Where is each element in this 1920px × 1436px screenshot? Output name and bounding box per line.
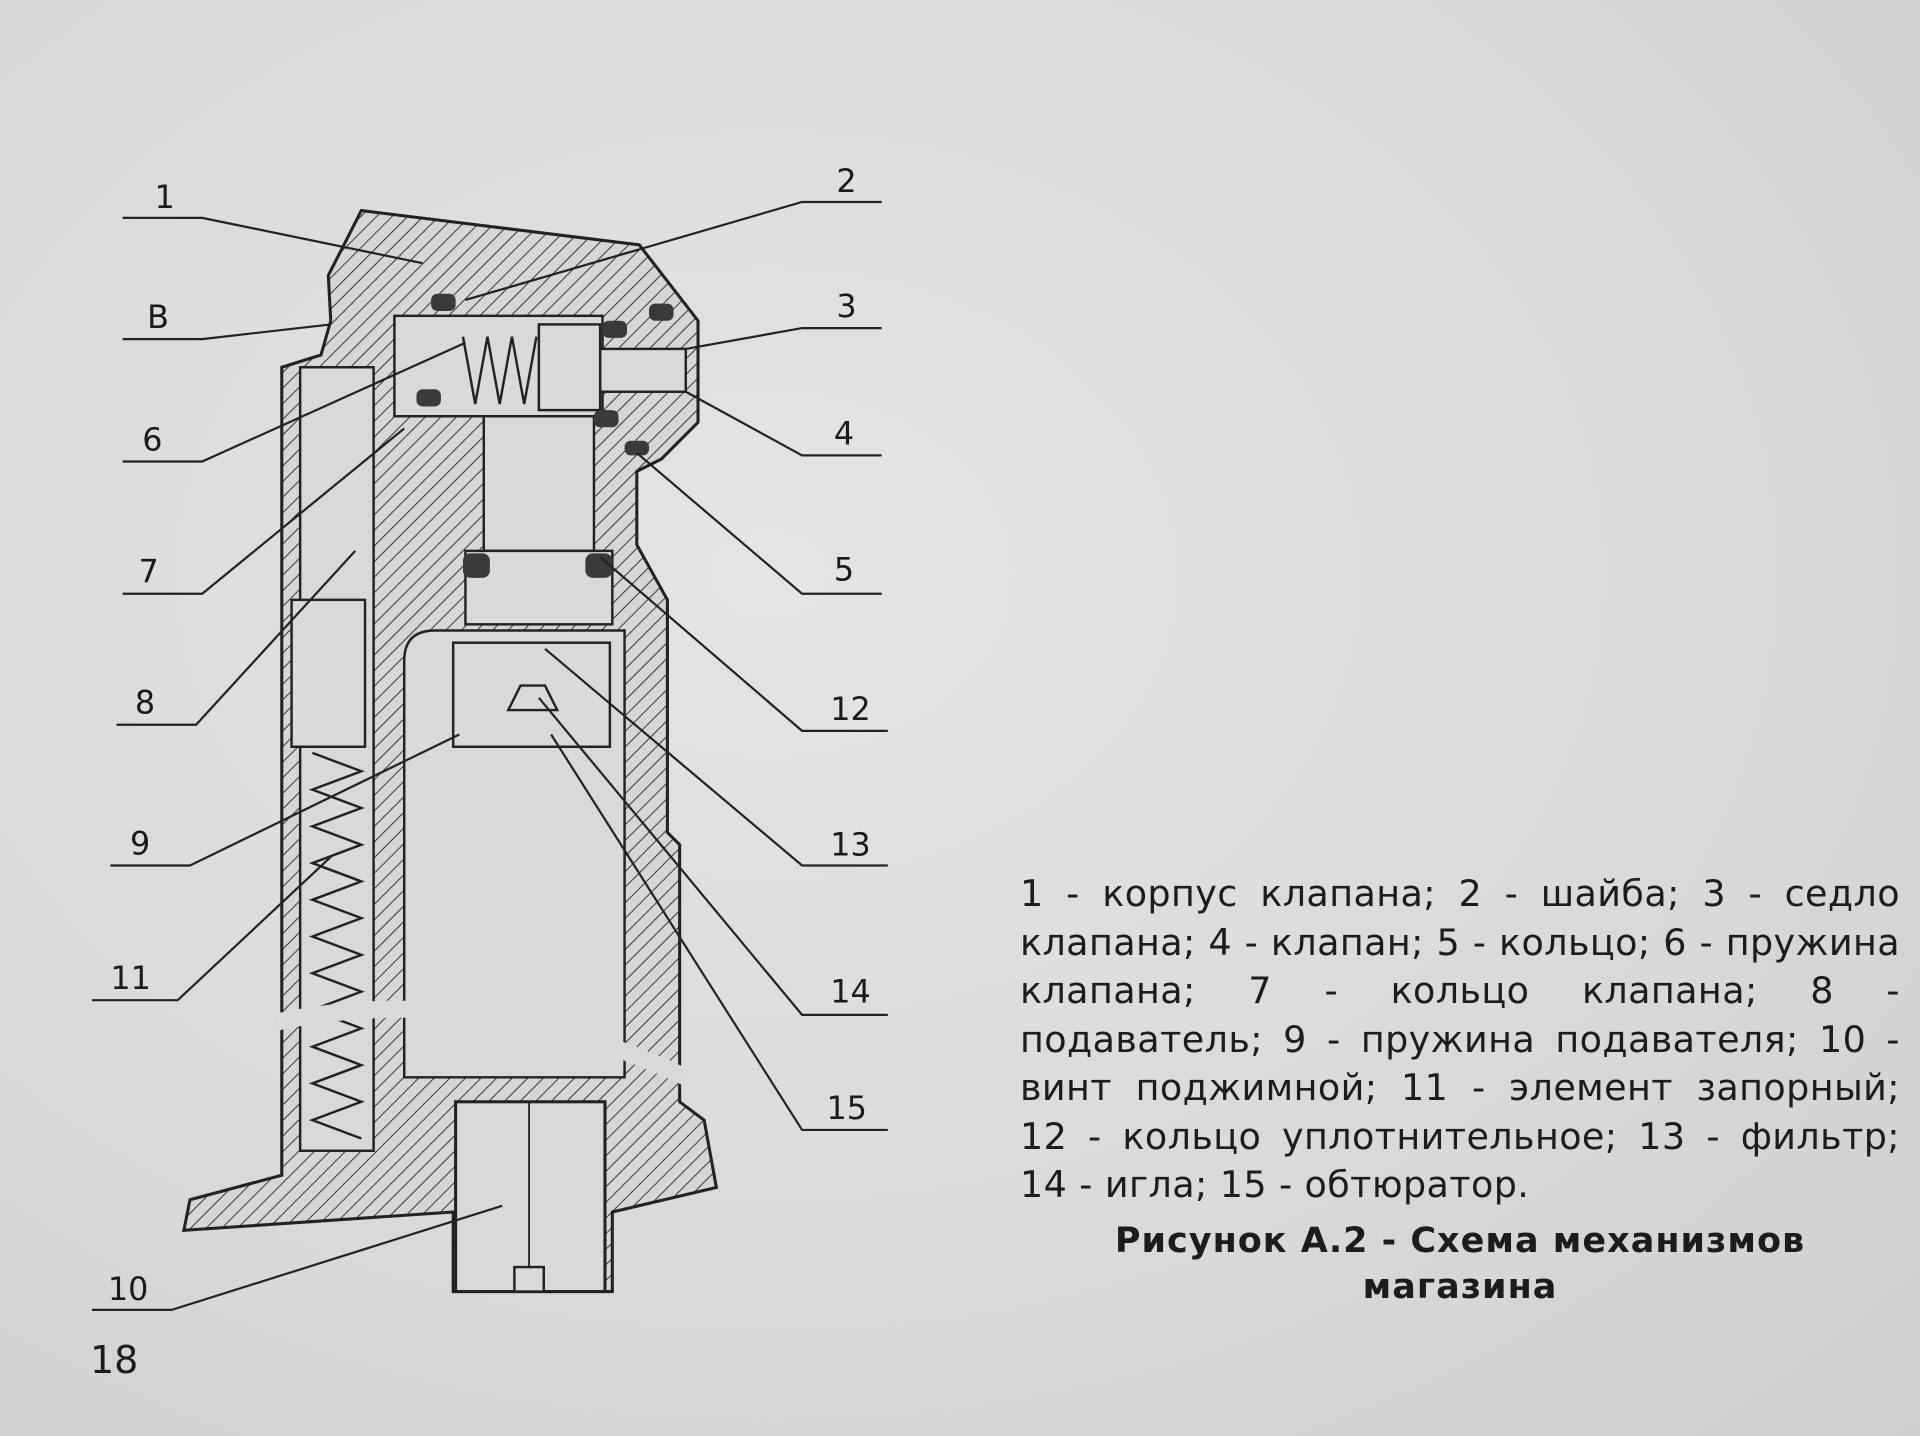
feeder bbox=[290, 598, 367, 748]
callout-7: 7 bbox=[139, 553, 159, 591]
callout-11: 11 bbox=[110, 959, 150, 997]
callout-6: 6 bbox=[142, 421, 162, 459]
callout-2: 2 bbox=[836, 162, 856, 200]
figure-caption: Рисунок А.2 - Схема механизмов магазина bbox=[1030, 1218, 1890, 1310]
clamping-screw bbox=[454, 1100, 607, 1294]
callout-14: 14 bbox=[830, 973, 870, 1011]
page-number: 18 bbox=[90, 1338, 139, 1382]
passage bbox=[482, 415, 596, 553]
caption-line-1: Рисунок А.2 - Схема механизмов bbox=[1114, 1221, 1806, 1261]
callout-b: B bbox=[147, 298, 169, 336]
callout-5: 5 bbox=[834, 550, 854, 588]
callout-4: 4 bbox=[834, 414, 854, 452]
feeder-spring bbox=[308, 751, 365, 1140]
callout-12: 12 bbox=[830, 690, 870, 728]
callout-3: 3 bbox=[836, 287, 856, 325]
filter bbox=[451, 641, 612, 748]
caption-line-2: магазина bbox=[1362, 1267, 1558, 1307]
valve-seat bbox=[598, 347, 688, 393]
callout-15: 15 bbox=[827, 1089, 867, 1127]
leader-lines bbox=[92, 200, 888, 1312]
callout-8: 8 bbox=[135, 684, 155, 722]
break-line bbox=[273, 1000, 690, 1086]
callout-9: 9 bbox=[130, 824, 150, 862]
figure-legend: 1 - корпус клапана; 2 - шайба; 3 - седло… bbox=[1020, 872, 1900, 1206]
needle bbox=[506, 684, 560, 712]
callout-13: 13 bbox=[830, 826, 870, 864]
valve bbox=[537, 323, 602, 412]
callout-10: 10 bbox=[108, 1270, 148, 1308]
valve-spring bbox=[461, 336, 538, 405]
callout-1: 1 bbox=[154, 178, 174, 216]
